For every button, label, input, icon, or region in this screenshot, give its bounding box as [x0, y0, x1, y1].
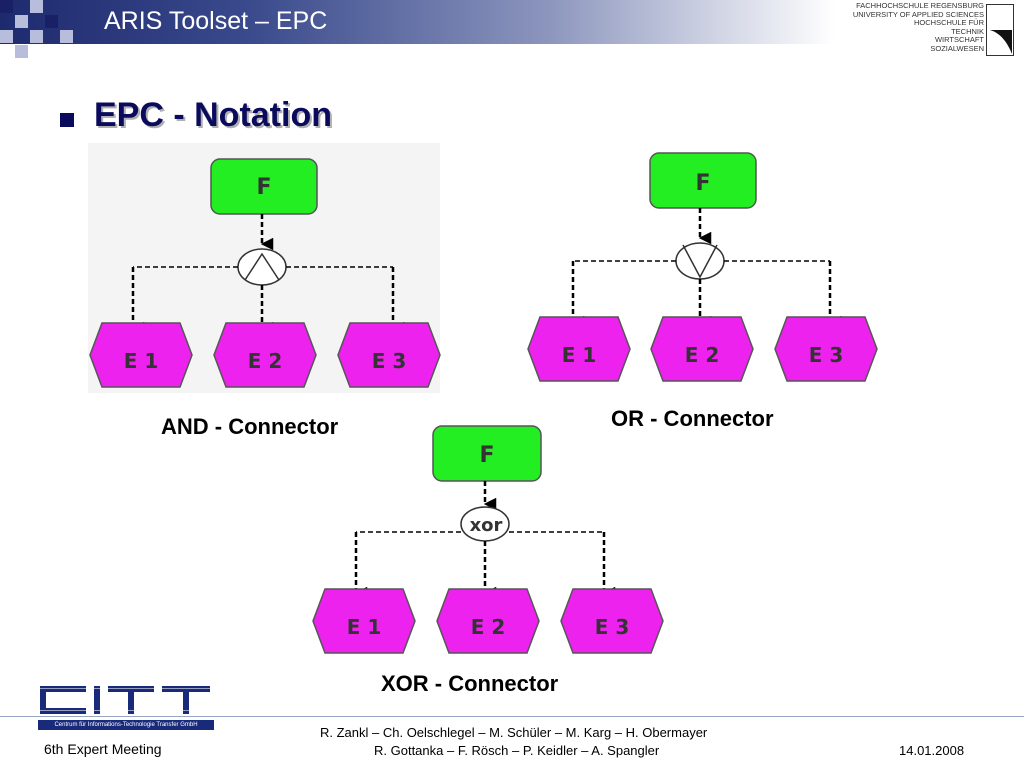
connector-label: xor — [470, 515, 503, 536]
event-hexagon — [774, 316, 878, 382]
event-hexagon — [436, 588, 540, 654]
event-label: E 2 — [248, 349, 283, 373]
university-logo: FACHHOCHSCHULE REGENSBURG UNIVERSITY OF … — [832, 1, 1014, 58]
event-hexagon — [650, 316, 754, 382]
event-hexagon — [527, 316, 631, 382]
title-band — [0, 0, 835, 44]
event-label: E 2 — [685, 343, 720, 367]
event-label: E 1 — [347, 615, 382, 639]
event-label: E 2 — [471, 615, 506, 639]
event-hexagon — [560, 588, 664, 654]
logo-line: HOCHSCHULE FÜR — [913, 18, 984, 28]
logo-line: TECHNIK — [951, 26, 984, 36]
decorative-squares — [0, 0, 90, 60]
logo-line: WIRTSCHAFT — [934, 35, 984, 45]
function-box — [649, 152, 757, 209]
logo-line: FACHHOCHSCHULE REGENSBURG — [856, 1, 984, 10]
event-hexagon — [89, 322, 193, 388]
or-diagram: F E 1 E 2 E 3 — [527, 152, 878, 382]
event-hexagon — [312, 588, 416, 654]
cit-logo-subtitle: Centrum für Informations-Technologie Tra… — [38, 720, 214, 730]
function-box — [210, 158, 318, 215]
and-diagram: F E 1 E 2 E 3 — [89, 158, 441, 388]
cit-logo-graphic — [40, 686, 210, 714]
event-hexagon — [337, 322, 441, 388]
event-hexagon — [213, 322, 317, 388]
or-connector — [675, 242, 725, 280]
event-label: E 3 — [809, 343, 844, 367]
event-label: E 1 — [562, 343, 597, 367]
logo-line: SOZIALWESEN — [930, 43, 984, 53]
footer-event-name: 6th Expert Meeting — [44, 741, 162, 757]
function-label: F — [695, 171, 710, 196]
event-label: E 3 — [372, 349, 407, 373]
footer-divider — [0, 716, 1024, 717]
and-caption: AND - Connector — [161, 414, 339, 439]
function-label: F — [479, 443, 494, 468]
footer-authors-line2: R. Gottanka – F. Rösch – P. Keidler – A.… — [374, 743, 660, 758]
logo-line: UNIVERSITY OF APPLIED SCIENCES — [852, 9, 984, 19]
function-label: F — [256, 175, 271, 200]
bullet-icon — [60, 113, 74, 127]
function-box — [432, 425, 542, 482]
slide-title: ARIS Toolset – EPC — [104, 7, 328, 35]
footer-authors-line1: R. Zankl – Ch. Oelschlegel – M. Schüler … — [320, 725, 708, 740]
xor-caption: XOR - Connector — [381, 671, 559, 696]
cit-logo: Centrum für Informations-Technologie Tra… — [38, 684, 214, 732]
footer-date: 14.01.2008 — [899, 743, 965, 758]
event-label: E 3 — [595, 615, 630, 639]
or-caption: OR - Connector — [611, 406, 774, 431]
page-heading: EPC - Notation — [94, 96, 332, 134]
event-label: E 1 — [124, 349, 159, 373]
logo-mark-icon — [986, 4, 1014, 56]
xor-diagram: F xor E 1 E 2 E 3 — [312, 425, 664, 654]
